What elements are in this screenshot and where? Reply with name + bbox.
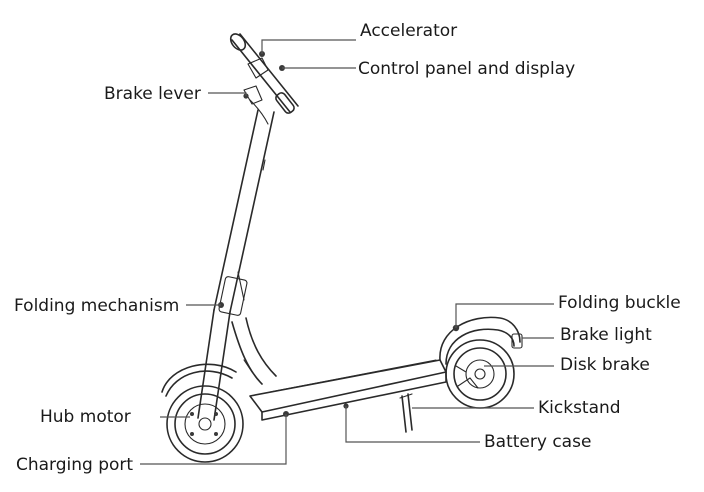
kickstand-drawing (399, 393, 413, 433)
frame (231, 317, 277, 385)
label-battery-case: Battery case (484, 432, 592, 452)
front-fork (161, 309, 237, 421)
label-accelerator: Accelerator (360, 21, 458, 41)
leader-lines (140, 39, 554, 465)
label-folding-buckle: Folding buckle (558, 293, 681, 313)
label-folding-mechanism: Folding mechanism (14, 296, 180, 316)
label-charging-port: Charging port (16, 455, 134, 475)
label-hub-motor: Hub motor (40, 407, 131, 427)
front-wheel (166, 385, 244, 463)
rear-assembly (439, 316, 523, 409)
label-brake-light: Brake light (560, 325, 652, 345)
label-brake-lever: Brake lever (104, 84, 201, 104)
label-control-panel: Control panel and display (358, 59, 576, 79)
deck (249, 359, 447, 421)
stem (213, 109, 275, 316)
label-kickstand: Kickstand (538, 398, 621, 418)
label-disk-brake: Disk brake (560, 355, 650, 375)
handlebar (229, 33, 299, 125)
